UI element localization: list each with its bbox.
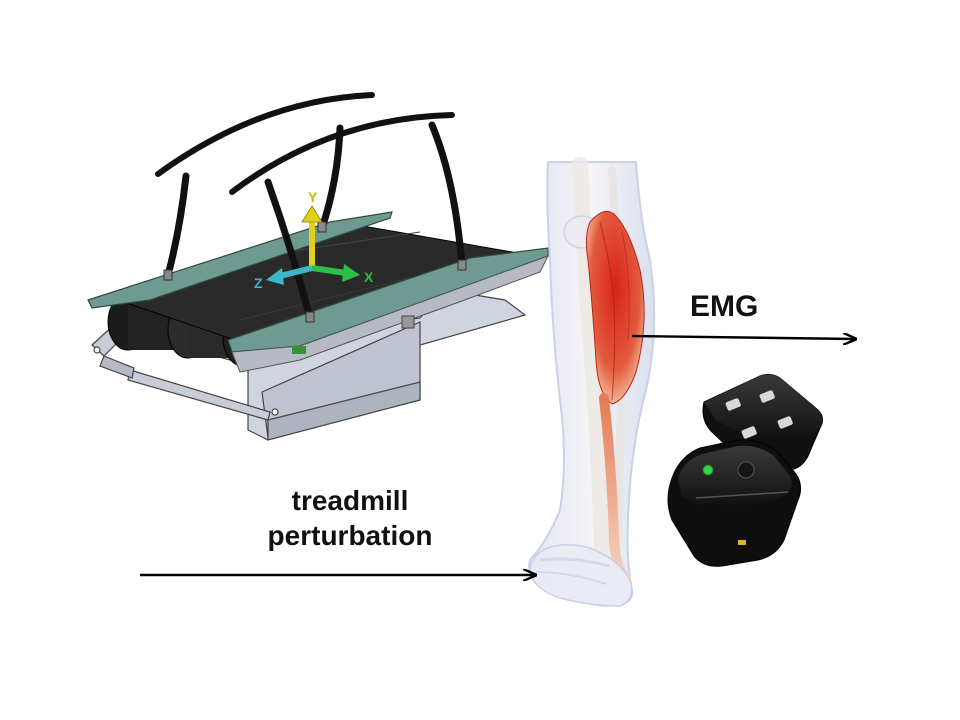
axis-x-glyph: X: [364, 269, 374, 285]
emg-sensor-front: [668, 440, 801, 567]
emg-label: EMG: [690, 288, 810, 326]
leg-anatomy-illustration: [529, 162, 654, 606]
treadmill-label-line2: perturbation: [225, 518, 475, 553]
sensor-led: [703, 465, 713, 475]
emg-sensor-icon: [668, 374, 823, 566]
axis-y-glyph: Y: [308, 189, 318, 205]
emg-arrow: [632, 336, 855, 339]
treadmill-illustration: Y X Z: [88, 95, 548, 440]
axis-z-glyph: Z: [254, 275, 263, 291]
treadmill-perturbation-label: treadmill perturbation: [225, 483, 475, 553]
treadmill-label-line1: treadmill: [225, 483, 475, 518]
